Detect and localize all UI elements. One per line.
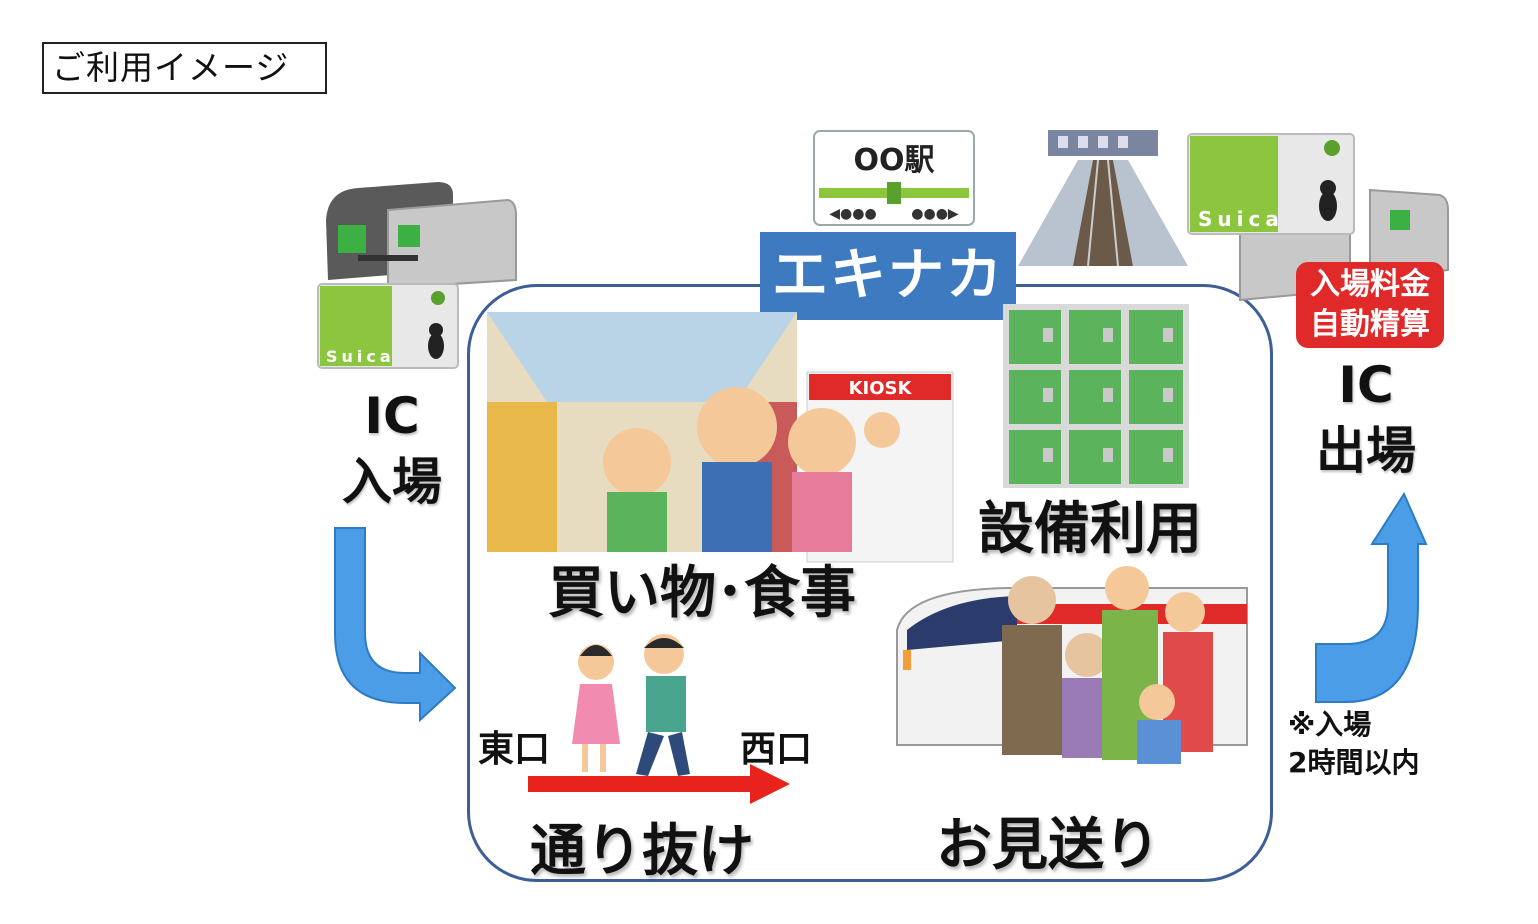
coin-lockers-illustration xyxy=(1003,304,1189,488)
seeoff-illustration xyxy=(896,566,1248,764)
exit-label-text: 出場 xyxy=(1316,422,1416,480)
svg-text:◀●●●: ◀●●● xyxy=(829,206,876,222)
ekinaka-label: エキナカ xyxy=(760,232,1016,320)
shopping-illustration: KIOSK xyxy=(487,312,954,563)
exit-label-ic: IC xyxy=(1338,356,1394,414)
platform-tracks-icon xyxy=(1018,130,1188,267)
svg-text:●●●▶: ●●●▶ xyxy=(911,206,959,222)
caption-passthrough: 通り抜け xyxy=(530,819,754,884)
pedestrians-illustration xyxy=(572,634,690,776)
suica-card-exit-brand: Suica xyxy=(1198,207,1284,231)
ic-gate-entry-icon xyxy=(326,182,517,290)
entry-label-text: 入場 xyxy=(342,453,442,511)
badge-line1: 入場料金 xyxy=(1310,267,1430,302)
page-title: ご利用イメージ xyxy=(42,42,327,94)
time-limit-note: ※入場 2時間以内 xyxy=(1288,706,1419,782)
east-exit-label: 東口 xyxy=(478,729,551,770)
caption-seeoff: お見送り xyxy=(936,813,1160,878)
caption-facilities: 設備利用 xyxy=(978,497,1202,562)
caption-shopping: 買い物･食事 xyxy=(548,561,856,626)
entry-arrow-icon xyxy=(334,527,457,723)
pass-through-arrow-icon xyxy=(528,764,790,804)
station-sign-icon: OO駅 ◀●●● ●●●▶ xyxy=(813,130,975,226)
station-sign-text: OO駅 xyxy=(853,143,934,178)
suica-card-exit-icon: Suica xyxy=(1187,133,1355,235)
west-exit-label: 西口 xyxy=(740,729,813,770)
note-line2: 2時間以内 xyxy=(1288,746,1420,779)
note-line1: ※入場 xyxy=(1288,708,1372,741)
auto-fare-badge: 入場料金 自動精算 xyxy=(1296,262,1444,348)
suica-card-brand: Suica xyxy=(326,347,395,366)
suica-card-entry-icon: Suica xyxy=(317,283,459,369)
entry-label-ic: IC xyxy=(364,387,420,445)
kiosk-sign: KIOSK xyxy=(849,378,913,399)
badge-line2: 自動精算 xyxy=(1310,307,1430,342)
exit-arrow-icon xyxy=(1315,491,1428,703)
